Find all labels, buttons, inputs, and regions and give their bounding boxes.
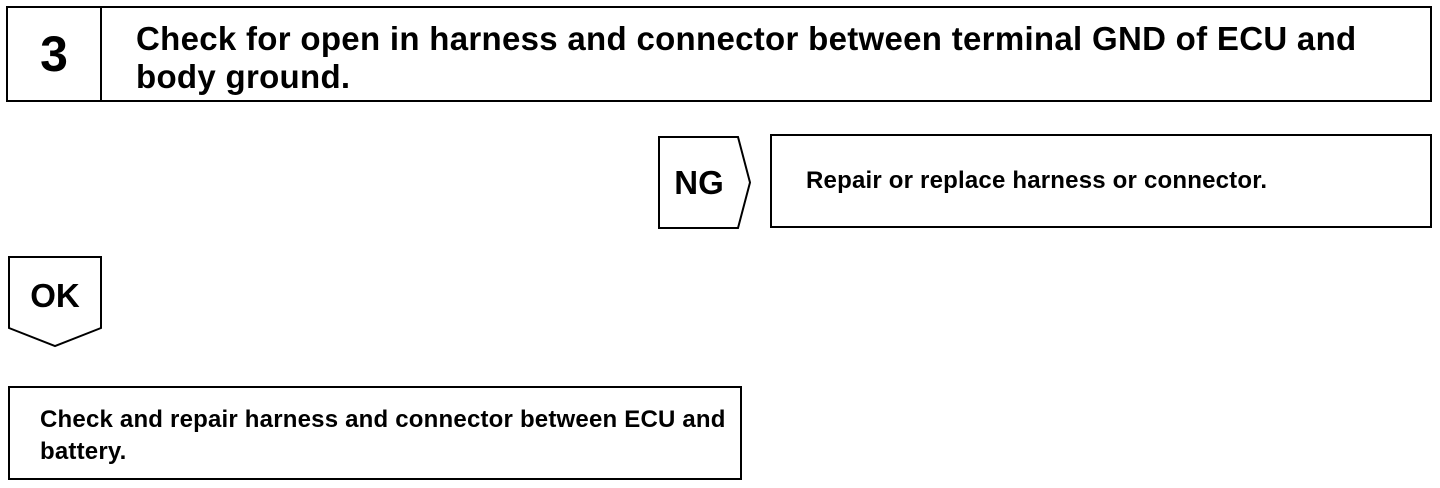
step-number: 3	[8, 8, 102, 100]
right-arrow-tag-icon	[658, 136, 752, 229]
step-title: Check for open in harness and connector …	[136, 20, 1357, 95]
ng-action-text: Repair or replace harness or connector.	[806, 167, 1268, 194]
ok-action-text: Check and repair harness and connector b…	[40, 406, 726, 465]
ok-branch-arrow: OK	[8, 256, 102, 348]
ng-action-box: Repair or replace harness or connector.	[770, 134, 1432, 228]
ok-label: OK	[30, 277, 80, 314]
down-arrow-tag-icon	[8, 256, 102, 348]
step-header-box: 3 Check for open in harness and connecto…	[6, 6, 1432, 102]
ok-action-box: Check and repair harness and connector b…	[8, 386, 742, 480]
ng-label: NG	[674, 163, 724, 201]
ng-branch-arrow: NG	[658, 136, 752, 229]
